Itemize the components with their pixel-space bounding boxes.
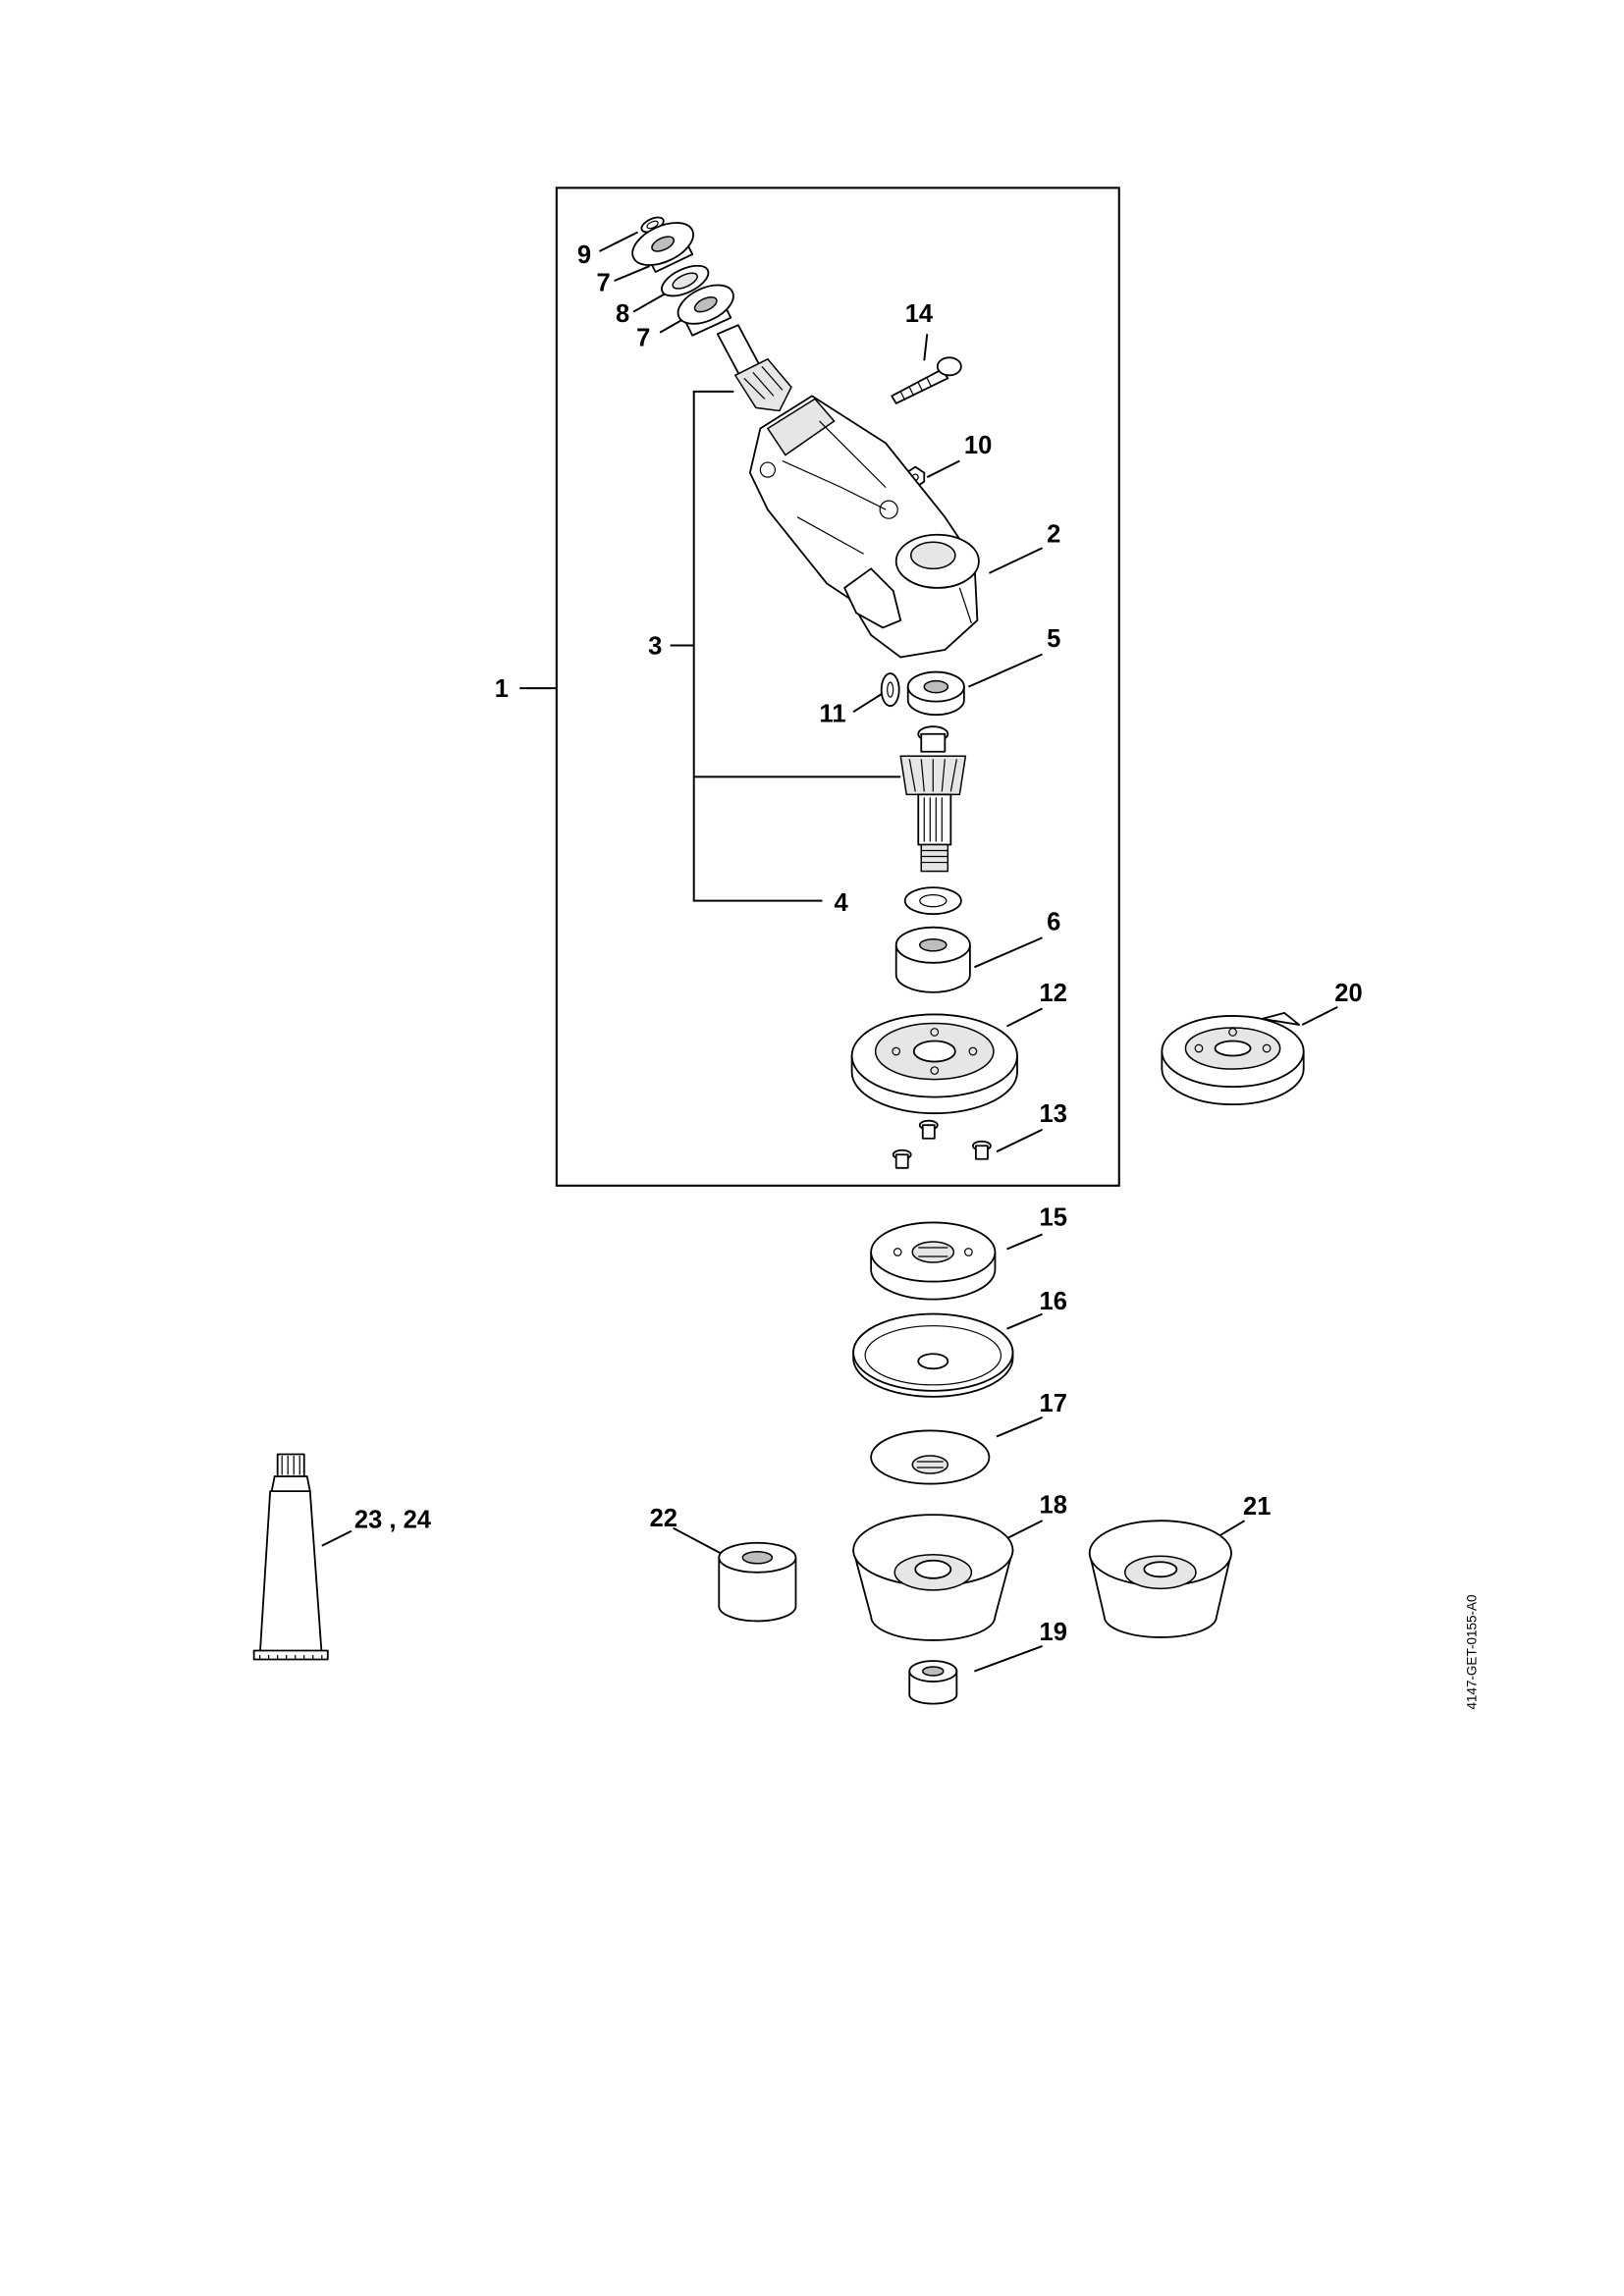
callout-1: 1 — [495, 675, 509, 703]
spacer-ring-part-8 — [661, 264, 710, 297]
callout-14: 14 — [905, 300, 934, 328]
callout-labels: 1 2 3 4 5 6 7 7 8 9 10 11 12 13 14 15 16… — [354, 241, 1363, 1646]
screws-part-13 — [892, 1119, 992, 1169]
thrust-plate-part-15 — [870, 1221, 997, 1301]
callout-17: 17 — [1040, 1390, 1067, 1417]
pinion-shaft-part-3 — [716, 324, 792, 412]
callout-5: 5 — [1047, 625, 1060, 653]
callout-11: 11 — [820, 701, 846, 728]
ball-bearing-part-6 — [894, 926, 971, 993]
dish-part-16 — [852, 1312, 1014, 1398]
grease-tube-part-23-24 — [252, 1453, 329, 1661]
plate-part-17 — [870, 1429, 991, 1485]
nut-part-19 — [908, 1660, 958, 1705]
assembly-frame — [555, 187, 1120, 1187]
cup-part-21 — [1088, 1520, 1232, 1638]
callout-23-24: 23 , 24 — [354, 1507, 432, 1534]
callout-7-lower: 7 — [636, 324, 650, 351]
callout-6: 6 — [1047, 909, 1060, 936]
callout-15: 15 — [1040, 1203, 1067, 1231]
ball-bearing-part-7-upper — [631, 222, 694, 273]
drawing-code: 4147-GET-0155-A0 — [1465, 1594, 1480, 1709]
spindle-part-3 — [899, 725, 967, 873]
flange-plate-part-12 — [850, 1013, 1018, 1115]
leader-lines — [321, 231, 1338, 1673]
callout-10: 10 — [964, 432, 992, 459]
callout-9: 9 — [577, 241, 591, 269]
callout-18: 18 — [1040, 1492, 1067, 1520]
screw-part-14 — [891, 356, 962, 404]
callout-21: 21 — [1243, 1493, 1271, 1521]
callout-3: 3 — [648, 633, 662, 661]
callout-7-upper: 7 — [596, 270, 610, 297]
callout-4: 4 — [835, 889, 849, 917]
circlip-part-11 — [880, 672, 900, 708]
bushing-part-22 — [718, 1541, 797, 1623]
callout-22: 22 — [650, 1505, 677, 1532]
circlip-part-9 — [640, 216, 665, 234]
callout-12: 12 — [1040, 980, 1067, 1007]
ball-bearing-part-7-lower — [677, 284, 734, 337]
callout-2: 2 — [1047, 520, 1060, 548]
callout-8: 8 — [616, 300, 629, 328]
callout-13: 13 — [1040, 1100, 1067, 1128]
callout-20: 20 — [1334, 980, 1362, 1007]
gear-housing-part-2 — [748, 395, 980, 659]
flange-part-20 — [1161, 1012, 1305, 1106]
callout-19: 19 — [1040, 1619, 1067, 1646]
callout-16: 16 — [1040, 1288, 1067, 1315]
washer-part-4 — [903, 886, 962, 916]
cup-part-18 — [852, 1514, 1014, 1641]
ball-bearing-part-5 — [906, 670, 965, 717]
